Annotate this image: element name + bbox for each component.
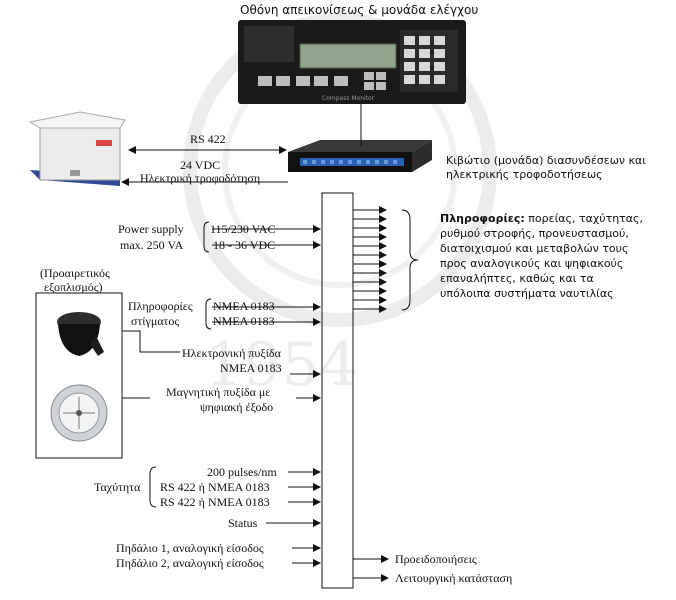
rudder-1-label: Πηδάλιο 1, αναλογική είσοδος	[116, 541, 264, 555]
power-feed-label: Ηλεκτρική τροφοδότηση	[140, 171, 261, 185]
vdc-label: 24 VDC	[180, 158, 221, 172]
operating-status-label: Λειτουργική κατάσταση	[395, 571, 513, 585]
rs422-label: RS 422	[190, 132, 226, 146]
watermark-year: 1954	[205, 330, 358, 400]
power-dc-label: 18 - 36 VDC	[213, 238, 276, 252]
rudder-2-label: Πηδάλιο 2, αναλογική είσοδος	[116, 556, 264, 570]
nmea-label-1: NMEA 0183	[213, 299, 275, 313]
info-line-5: επαναλήπτες, καθώς και τα	[440, 272, 594, 285]
power-max-label: max. 250 VA	[120, 238, 184, 252]
status-label: Status	[228, 516, 258, 530]
magnetic-compass-label-2: ψηφιακή έξοδο	[200, 400, 274, 414]
position-info-label: Πληροφορίες	[128, 299, 193, 313]
position-info-label-2: στίγματος	[131, 314, 180, 328]
info-line-6: υπόλοιπα συστήματα ναυτιλίας	[440, 287, 614, 300]
sensor-box-device	[28, 111, 126, 186]
info-line-4: προς αναλογικούς και ψηφιακούς	[440, 257, 624, 270]
power-supply-label: Power supply	[118, 222, 184, 236]
electronic-compass-device	[57, 312, 104, 356]
electronic-compass-label: Ηλεκτρονική πυξίδα	[182, 346, 281, 360]
speed-rs422-label-2: RS 422 ή NMEA 0183	[160, 495, 270, 509]
info-line-3: διατοιχισμού και μεταβολών τους	[440, 242, 629, 255]
speed-bracket	[149, 466, 157, 508]
info-bold-label: Πληροφορίες:	[440, 212, 525, 225]
junction-box-label-2: ηλεκτρικής τροφοδοτήσεως	[446, 168, 603, 181]
display-unit-title: Οθόνη απεικονίσεως & μονάδα ελέγχου	[240, 3, 479, 17]
info-line-0: Πληροφορίες: πορείας, ταχύτητας,	[440, 212, 643, 226]
display-screen-label: Compass Monitor	[322, 95, 375, 102]
info-line-2: ρυθμού στροφής, προνευστασμού,	[440, 227, 629, 240]
magnetic-compass-device	[50, 384, 108, 442]
electronic-compass-nmea: NMEA 0183	[220, 361, 282, 375]
nmea-label-2: NMEA 0183	[213, 314, 275, 328]
optional-equipment-frame	[35, 292, 123, 459]
magnetic-compass-label-1: Μαγνητική πυξίδα με	[166, 385, 271, 399]
power-bracket	[203, 221, 210, 253]
bus-rectangle	[321, 192, 354, 589]
speed-rs422-label-1: RS 422 ή NMEA 0183	[160, 480, 270, 494]
speed-label: Ταχύτητα	[94, 480, 141, 494]
speed-pulses-label: 200 pulses/nm	[207, 465, 277, 479]
warnings-label: Προειδοποιήσεις	[395, 552, 477, 566]
optional-label-2: εξοπλισμός)	[44, 280, 103, 294]
optional-label-1: (Προαιρετικός	[40, 266, 110, 280]
nmea-bracket	[205, 298, 212, 330]
display-control-unit: Compass Monitor	[238, 20, 466, 104]
info-brace	[401, 209, 419, 311]
power-ac-label: 115/230 VAC	[210, 222, 276, 236]
junction-box-label-1: Κιβώτιο (μονάδα) διασυνδέσεων και	[446, 154, 647, 167]
junction-box	[288, 140, 432, 172]
info-line-1: πορείας, ταχύτητας,	[524, 212, 644, 225]
